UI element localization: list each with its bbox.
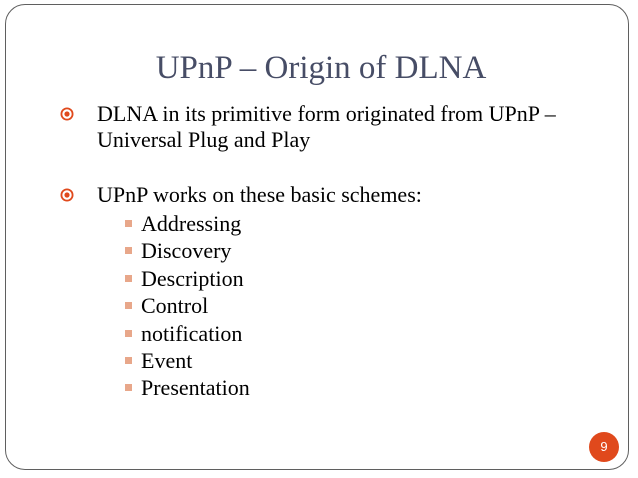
bullet-text: UPnP works on these basic schemes: [97, 182, 422, 207]
slide-title: UPnP – Origin of DLNA [155, 50, 487, 86]
list-item: Description [125, 265, 250, 292]
list-item: notification [125, 320, 250, 347]
bullet-item-dlna-origin: DLNA in its primitive form originated fr… [60, 101, 612, 153]
square-bullet-icon [125, 247, 132, 255]
square-bullet-icon [125, 357, 132, 365]
list-item: Discovery [125, 237, 250, 264]
scheme-label: Event [141, 348, 193, 374]
square-bullet-icon [125, 329, 132, 337]
square-bullet-icon [125, 302, 132, 310]
page-number-badge: 9 [589, 432, 619, 462]
list-item: Event [125, 347, 250, 374]
target-ring-bullet-icon [60, 188, 74, 202]
list-item: Control [125, 292, 250, 319]
scheme-label: Addressing [141, 211, 242, 236]
square-bullet-icon [125, 220, 132, 227]
list-item: Presentation [125, 374, 250, 401]
target-ring-bullet-icon [60, 107, 74, 121]
scheme-label: Discovery [141, 238, 232, 264]
square-bullet-icon [125, 274, 132, 282]
slide-frame [5, 4, 629, 470]
bullet-item-upnp-schemes: UPnP works on these basic schemes: [60, 182, 612, 208]
bullet-text: DLNA in its primitive form originated fr… [97, 101, 556, 152]
list-item: Addressing [125, 210, 250, 237]
scheme-label: Description [141, 265, 244, 291]
scheme-label: notification [141, 320, 243, 346]
scheme-label: Control [141, 293, 209, 319]
schemes-list: Addressing Discovery Description Control… [125, 210, 250, 402]
square-bullet-icon [125, 384, 132, 392]
scheme-label: Presentation [141, 375, 250, 401]
